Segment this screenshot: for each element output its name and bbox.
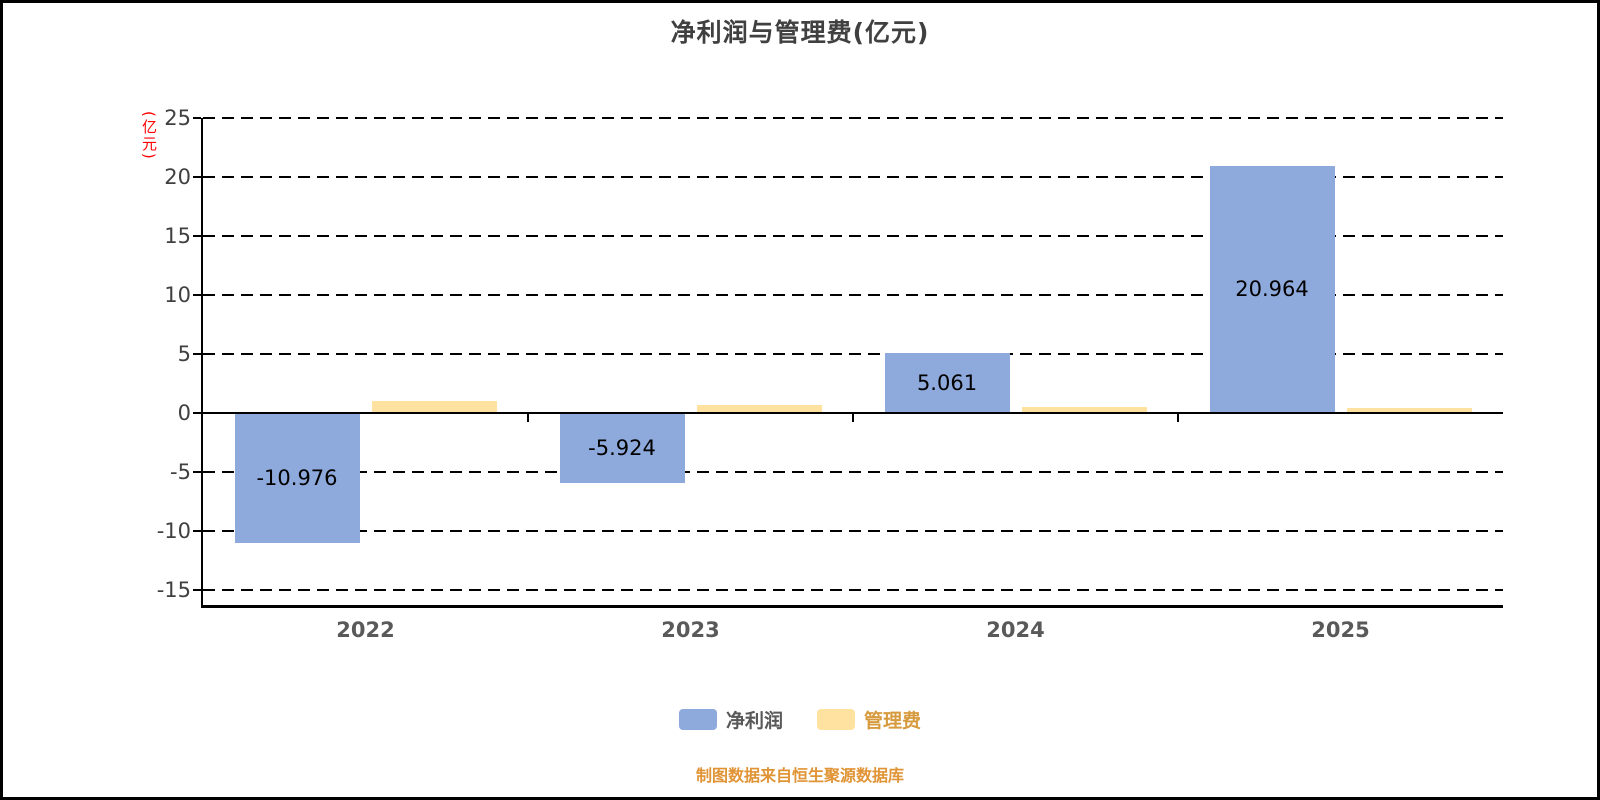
- y-axis-tick: [193, 530, 201, 532]
- y-axis-tick-label: 5: [177, 342, 191, 366]
- y-axis-tick: [193, 294, 201, 296]
- y-axis-tick-label: 20: [164, 165, 191, 189]
- data-source-note: 制图数据来自恒生聚源数据库: [695, 766, 904, 785]
- y-axis-line: [201, 118, 203, 608]
- y-axis-tick-label: 25: [164, 106, 191, 130]
- chart-legend: 净利润 管理费: [3, 706, 1597, 733]
- legend-item-管理费: 管理费: [817, 706, 921, 733]
- gridline: [203, 589, 1503, 591]
- y-axis-tick: [193, 176, 201, 178]
- legend-label: 管理费: [864, 710, 922, 732]
- legend-swatch: [678, 709, 717, 730]
- bar-管理费-2022: [371, 401, 497, 413]
- x-axis-category-label: 2025: [1311, 618, 1370, 642]
- bar-value-label: -5.924: [588, 435, 656, 460]
- bar-value-label: 5.061: [916, 371, 978, 396]
- bar-净利润-2023: [559, 413, 685, 483]
- gridline: [203, 530, 1503, 532]
- y-axis-tick: [193, 235, 201, 237]
- y-axis-tick-label: -15: [156, 578, 191, 602]
- bar-value-label: -10.976: [256, 465, 338, 490]
- bar-净利润-2024: [884, 353, 1010, 413]
- x-axis-category-label: 2024: [986, 618, 1045, 642]
- bar-管理费-2024: [1021, 407, 1147, 413]
- bar-净利润-2022: [234, 413, 360, 543]
- plot-area: 25 20 15 10 5 0 -5 -10 -15 -10.976 2022 -5.924 2023 5…: [157, 106, 1503, 642]
- legend-item-净利润: 净利润: [678, 706, 783, 733]
- x-axis-category-label: 2023: [661, 618, 720, 642]
- x-axis-boundary-tick: [852, 413, 854, 422]
- bar-管理费-2023: [696, 405, 822, 413]
- gridline: [203, 353, 1503, 355]
- y-axis-tick: [193, 117, 201, 119]
- gridline: [203, 117, 1503, 119]
- bar-净利润-2025: [1209, 165, 1335, 413]
- x-axis-boundary-tick: [527, 413, 529, 422]
- chart-title: 净利润与管理费(亿元): [670, 18, 930, 47]
- x-axis-category-label: 2022: [336, 618, 395, 642]
- legend-swatch: [817, 709, 855, 730]
- y-axis-tick-label: 15: [164, 224, 191, 248]
- y-axis-tick: [193, 471, 201, 473]
- x-axis-boundary-tick: [1177, 413, 1179, 422]
- gridline: [203, 471, 1503, 473]
- legend-label: 净利润: [725, 710, 783, 732]
- y-axis-tick-label: -10: [156, 519, 191, 543]
- x-axis-bottom-line: [201, 605, 1503, 608]
- y-axis-tick: [193, 353, 201, 355]
- y-axis-tick: [193, 412, 201, 414]
- y-axis-unit-label: (亿元): [140, 111, 158, 161]
- gridline: [203, 176, 1503, 178]
- gridline: [203, 294, 1503, 296]
- y-axis-tick: [193, 589, 201, 591]
- gridline: [203, 235, 1503, 237]
- bar-value-label: 20.964: [1235, 277, 1309, 302]
- bar-管理费-2025: [1346, 407, 1472, 413]
- y-axis-tick-label: -5: [170, 460, 191, 484]
- y-axis-tick-label: 10: [164, 283, 191, 307]
- y-axis-tick-label: 0: [177, 401, 191, 425]
